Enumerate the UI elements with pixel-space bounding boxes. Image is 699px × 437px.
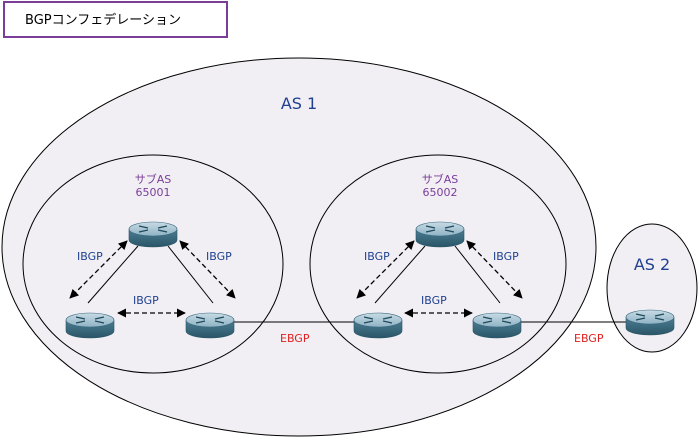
router-icon <box>185 312 235 339</box>
subas-65002-number: 65002 <box>423 186 458 199</box>
ibgp-arrow-r2 <box>466 240 523 299</box>
subas-65001-number: 65001 <box>136 186 171 199</box>
router-icon <box>353 312 403 339</box>
subas-65002-name: サブAS <box>422 172 459 186</box>
diagram-title: BGPコンフェデレーション <box>3 1 228 38</box>
router-icon <box>472 312 522 339</box>
router-icon <box>128 221 178 248</box>
as2-label: AS 2 <box>634 255 670 274</box>
ibgp-arrow-l1 <box>69 240 128 299</box>
router-icon <box>415 221 465 248</box>
ebgp-label-1: EBGP <box>280 332 310 345</box>
ibgp-arrow-l2 <box>179 240 236 299</box>
subas-65001-name: サブAS <box>135 172 172 186</box>
ibgp-label-l1: IBGP <box>77 250 103 263</box>
ibgp-label-l3: IBGP <box>133 294 159 307</box>
ibgp-arrows <box>69 240 523 318</box>
ibgp-label-l2: IBGP <box>206 250 232 263</box>
router-icon <box>65 312 115 339</box>
router-icon <box>625 309 675 336</box>
ibgp-label-r1: IBGP <box>364 250 390 263</box>
ebgp-label-2: EBGP <box>574 332 604 345</box>
ibgp-label-r2: IBGP <box>493 250 519 263</box>
ibgp-arrow-r1 <box>356 240 415 299</box>
as1-label: AS 1 <box>281 94 317 113</box>
ibgp-label-r3: IBGP <box>421 294 447 307</box>
